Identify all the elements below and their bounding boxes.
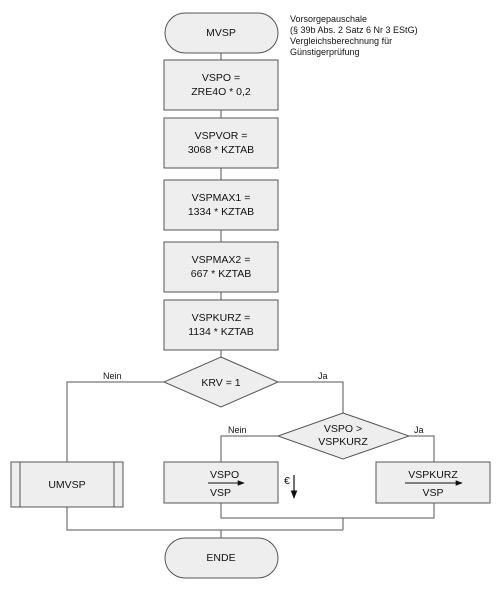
branch-label-no: Nein bbox=[103, 371, 122, 381]
euro-down-arrow-icon: € bbox=[284, 475, 298, 499]
end-label: ENDE bbox=[206, 552, 235, 564]
end-terminal: ENDE bbox=[164, 537, 279, 579]
start-terminal: MVSP bbox=[164, 12, 279, 54]
step-line: VSPO = bbox=[202, 72, 240, 84]
decision-condition: KRV = 1 bbox=[201, 377, 240, 389]
step-line: VSPVOR = bbox=[195, 130, 248, 142]
step-line: 667 * KZTAB bbox=[191, 268, 252, 280]
annotation-line: Günstigerprüfung bbox=[290, 47, 360, 57]
decision-krv: KRV = 1 Nein Ja bbox=[103, 356, 328, 408]
assignment-vspo-to-vsp: VSPO VSP bbox=[163, 461, 279, 504]
annotation: Vorsorgepauschale (§ 39b Abs. 2 Satz 6 N… bbox=[290, 14, 418, 57]
process-step-vspkurz: VSPKURZ = 1134 * KZTAB bbox=[163, 299, 279, 351]
assign-source: VSPO bbox=[210, 469, 239, 481]
subprocess-umvsp: UMVSP bbox=[10, 461, 124, 508]
annotation-line: (§ 39b Abs. 2 Satz 6 Nr 3 EStG) bbox=[290, 25, 418, 35]
step-line: VSPKURZ = bbox=[192, 312, 251, 324]
step-line: VSPMAX1 = bbox=[192, 192, 251, 204]
start-label: MVSP bbox=[206, 27, 236, 39]
decision-condition: VSPO > bbox=[324, 423, 362, 435]
assign-target: VSP bbox=[422, 487, 443, 499]
step-line: 1334 * KZTAB bbox=[188, 206, 254, 218]
process-step-vspvor: VSPVOR = 3068 * KZTAB bbox=[163, 117, 279, 169]
euro-symbol: € bbox=[284, 475, 290, 487]
step-line: VSPMAX2 = bbox=[192, 254, 251, 266]
branch-label-yes: Ja bbox=[414, 425, 424, 435]
subprocess-label: UMVSP bbox=[48, 479, 85, 491]
decision-vspo-greater: VSPO > VSPKURZ Nein Ja bbox=[228, 412, 424, 460]
step-line: 3068 * KZTAB bbox=[188, 144, 254, 156]
branch-label-yes: Ja bbox=[318, 371, 328, 381]
assignment-vspkurz-to-vsp: VSPKURZ VSP bbox=[375, 461, 491, 504]
annotation-line: Vergleichsberechnung für bbox=[290, 36, 392, 46]
assign-target: VSP bbox=[210, 487, 231, 499]
process-step-vspo: VSPO = ZRE4O * 0,2 bbox=[163, 59, 279, 111]
annotation-line: Vorsorgepauschale bbox=[290, 14, 367, 24]
connector-lines bbox=[66, 53, 435, 538]
step-line: ZRE4O * 0,2 bbox=[191, 86, 251, 98]
assign-source: VSPKURZ bbox=[408, 469, 458, 481]
process-step-vspmax2: VSPMAX2 = 667 * KZTAB bbox=[163, 241, 279, 293]
branch-label-no: Nein bbox=[228, 425, 247, 435]
decision-condition: VSPKURZ bbox=[318, 436, 368, 448]
process-step-vspmax1: VSPMAX1 = 1334 * KZTAB bbox=[163, 179, 279, 231]
step-line: 1134 * KZTAB bbox=[188, 326, 254, 338]
